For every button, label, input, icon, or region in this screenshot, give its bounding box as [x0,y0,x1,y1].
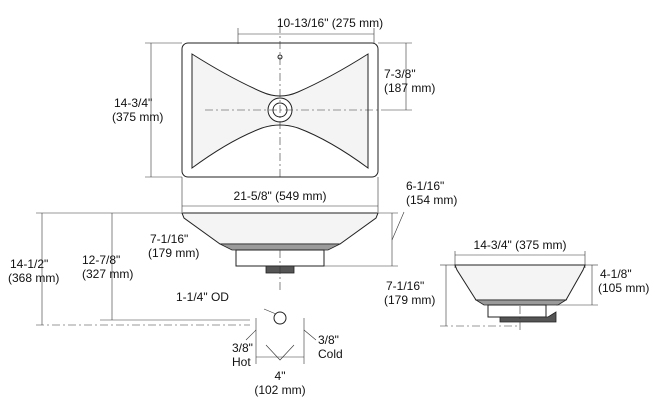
bowl-height-leader [391,211,405,241]
front-drain-mm-label: (179 mm) [148,246,199,260]
hot-size-label: 3/8" [232,341,253,355]
bowl-height-mm-label: (154 mm) [406,193,457,207]
half-depth-mm-label: (187 mm) [384,81,435,95]
supply-od-label: 1-1/4" OD [176,290,229,304]
rough-in: 1-1/4" OD 3/8" Hot 3/8" Cold 4" (102 mm) [176,290,343,397]
drain-outlet-circle [273,311,287,325]
side-drain-in-label: 7-1/16" [386,279,424,293]
bowl-height-in-label: 6-1/16" [406,179,444,193]
side-view-drain [499,311,557,323]
supply-height-in-label: 12-7/8" [82,253,120,267]
top-depth-mm-label: (375 mm) [112,110,163,124]
od-leader [263,308,277,315]
overall-height-mm-label: (368 mm) [8,271,59,285]
cold-size-label: 3/8" [318,333,339,347]
front-drain-in-label: 7-1/16" [150,232,188,246]
side-height-in-label: 4-1/8" [600,267,632,281]
top-view: 10-13/16" (275 mm) 7-3/8" (187 mm) 14-3/… [112,16,435,180]
height-dimensions: 14-1/2" (368 mm) 12-7/8" (327 mm) [8,212,250,326]
side-width-label: 14-3/4" (375 mm) [474,238,567,252]
side-height-mm-label: (105 mm) [598,281,649,295]
overall-width-dimension: 21-5/8" (549 mm) [181,177,379,212]
side-view-bowl [454,264,586,301]
supply-spacing-mm-label: (102 mm) [254,383,305,397]
front-view-bowl [181,212,379,245]
hot-leader [245,329,257,341]
side-view-pedestal [487,304,547,318]
hot-label: Hot [232,355,251,369]
supply-spacing-vee [265,344,295,361]
supply-spacing-in-label: 4" [275,369,286,383]
side-view-bowl-base [474,299,568,306]
overall-width-label: 21-5/8" (549 mm) [234,189,327,203]
supply-height-mm-label: (327 mm) [82,267,133,281]
half-depth-in-label: 7-3/8" [384,67,416,81]
overall-height-in-label: 14-1/2" [10,257,48,271]
front-view-bowl-base [219,243,341,251]
top-depth-in-label: 14-3/4" [114,96,152,110]
top-width-label: 10-13/16" (275 mm) [277,16,383,30]
cold-label: Cold [318,347,343,361]
cold-leader [303,329,317,341]
side-view: 14-3/4" (375 mm) 4-1/8" (105 mm) 7-1/16"… [384,238,649,330]
side-drain-mm-label: (179 mm) [384,293,435,307]
front-view: 6-1/16" (154 mm) 7-1/16" (179 mm) [148,179,457,292]
